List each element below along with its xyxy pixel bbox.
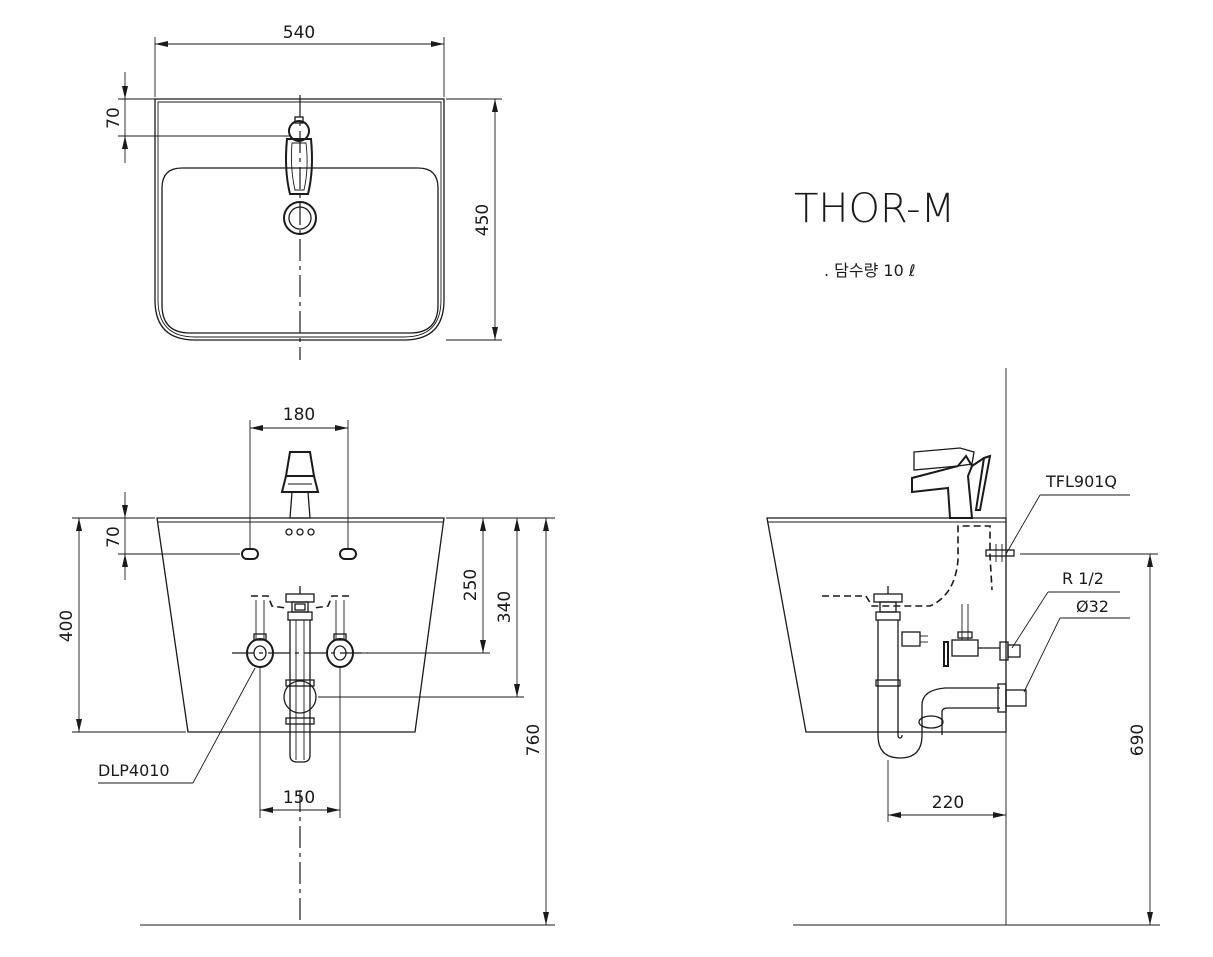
front-view-waste <box>283 586 317 763</box>
dim-690: 690 <box>1128 724 1148 756</box>
dim-180: 180 <box>283 405 315 425</box>
label-dlp4010: DLP4010 <box>98 761 170 780</box>
top-view-drain-outer <box>283 201 317 235</box>
dim-540: 540 <box>283 23 315 43</box>
dim-450: 450 <box>473 204 493 236</box>
side-view-trap <box>873 586 1027 759</box>
dim-220: 220 <box>932 793 964 813</box>
front-view-faucet <box>280 451 320 519</box>
capacity-note: . 담수량 10 ℓ <box>824 261 915 280</box>
dim-760: 760 <box>524 724 544 756</box>
label-tfl901q: TFL901Q <box>1045 472 1117 491</box>
dim-250: 250 <box>461 569 481 601</box>
top-view-outline <box>154 98 445 341</box>
dim-70-front: 70 <box>104 526 124 548</box>
model-title: THOR-M <box>794 186 955 232</box>
front-view: 180 70 400 250 340 760 <box>57 405 555 926</box>
front-view-body <box>156 517 445 733</box>
dim-400: 400 <box>57 610 77 642</box>
top-view: 540 450 70 <box>104 23 502 360</box>
side-view-body <box>766 517 1007 733</box>
side-view-faucet <box>911 447 992 519</box>
top-view-faucet <box>285 116 313 195</box>
dim-340: 340 <box>495 591 515 623</box>
label-d32: Ø32 <box>1076 597 1109 616</box>
top-view-drain-inner <box>288 206 312 230</box>
top-view-bowl <box>161 167 439 334</box>
dim-70-top: 70 <box>104 107 124 129</box>
dim-150: 150 <box>283 788 315 808</box>
top-view-outline-inner <box>157 101 442 338</box>
label-r-half: R 1/2 <box>1062 569 1104 588</box>
side-view-valve <box>943 604 1021 667</box>
side-view: TFL901Q R 1/2 Ø32 220 690 <box>766 368 1160 926</box>
